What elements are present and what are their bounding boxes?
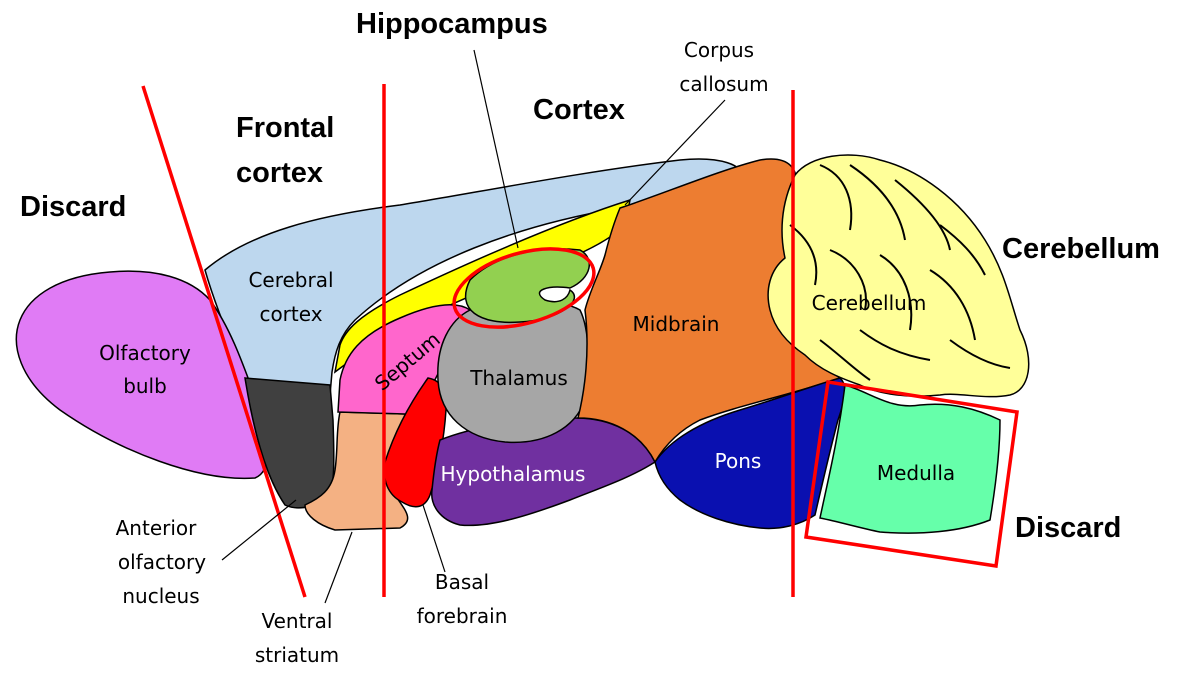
cerebellum-region-label: Cerebellum bbox=[812, 291, 927, 315]
olfactory-bulb-label-line1: Olfactory bbox=[99, 341, 191, 365]
anterior-olfactory-callout-line3: nucleus bbox=[122, 584, 199, 608]
corpus-callosum-callout-line2: callosum bbox=[679, 72, 768, 96]
thalamus-label: Thalamus bbox=[469, 366, 568, 390]
discard-left-label: Discard bbox=[20, 191, 126, 223]
ventral-striatum-leader bbox=[325, 532, 352, 603]
basal-forebrain-callout-line2: forebrain bbox=[417, 604, 508, 628]
ventral-striatum-callout-line2: striatum bbox=[255, 643, 339, 667]
medulla-label: Medulla bbox=[877, 461, 955, 485]
olfactory-bulb-label-line2: bulb bbox=[123, 374, 167, 398]
frontal-cortex-label-line2: cortex bbox=[236, 157, 323, 189]
discard-right-label: Discard bbox=[1015, 512, 1121, 544]
anterior-olfactory-nucleus-region bbox=[245, 378, 334, 508]
cerebral-cortex-label-line2: cortex bbox=[259, 302, 322, 326]
pons-label: Pons bbox=[715, 449, 762, 473]
hypothalamus-label: Hypothalamus bbox=[441, 462, 586, 486]
hippocampus-section-label: Hippocampus bbox=[356, 8, 548, 40]
midbrain-label: Midbrain bbox=[633, 312, 720, 336]
ventral-striatum-callout-line1: Ventral bbox=[262, 609, 333, 633]
frontal-cortex-label-line1: Frontal bbox=[236, 112, 334, 144]
anterior-olfactory-callout-line2: olfactory bbox=[118, 550, 206, 574]
cortex-section-label: Cortex bbox=[533, 94, 625, 126]
basal-forebrain-callout-line1: Basal bbox=[435, 570, 489, 594]
anterior-olfactory-callout-line1: Anterior bbox=[116, 516, 198, 540]
medulla-region bbox=[820, 385, 1000, 533]
corpus-callosum-callout-line1: Corpus bbox=[684, 38, 754, 62]
cerebral-cortex-label-line1: Cerebral bbox=[248, 268, 333, 292]
cerebellum-section-label: Cerebellum bbox=[1002, 233, 1160, 265]
